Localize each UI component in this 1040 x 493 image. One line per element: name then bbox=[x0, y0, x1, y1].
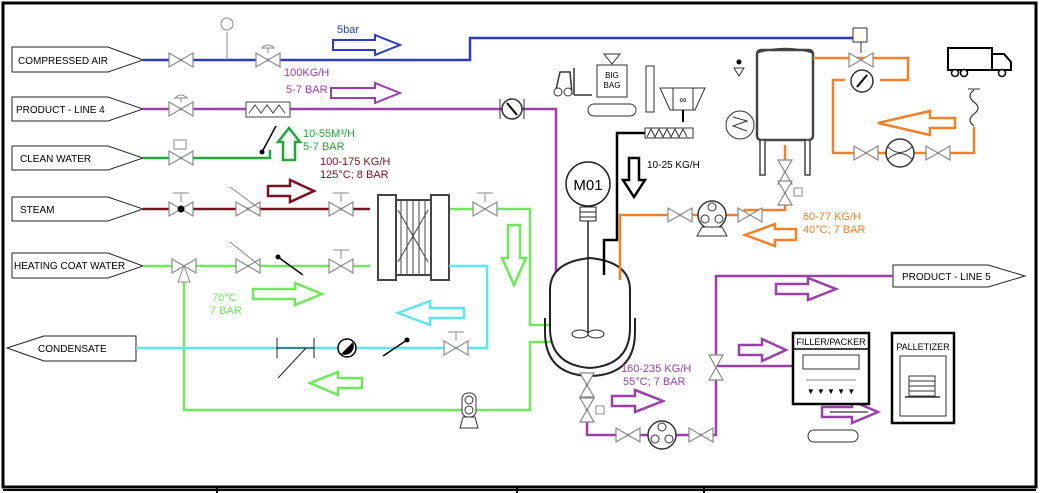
product-in-flow-label: 100KG/H bbox=[284, 67, 329, 79]
filler-label: FILLER/PACKER bbox=[796, 337, 866, 347]
big-bag-icon: BIG BAG bbox=[587, 53, 637, 117]
inlet-clean-water: CLEAN WATER bbox=[11, 145, 145, 171]
inlet-product-line-4: PRODUCT - LINE 4 bbox=[11, 96, 145, 122]
out-flow-label: 160-235 KG/H bbox=[621, 363, 691, 375]
outlet-product-line-5: PRODUCT - LINE 5 bbox=[892, 264, 1027, 288]
inlet-label: CLEAN WATER bbox=[20, 154, 91, 165]
circulation-pump bbox=[459, 392, 479, 429]
truck-icon bbox=[947, 47, 1012, 78]
product-line-4-pipe: 100KG/H 5-7 BAR bbox=[143, 67, 558, 280]
coat-pressure-label: 7 BAR bbox=[210, 305, 242, 317]
product-in-pressure-label: 5-7 BAR bbox=[286, 84, 328, 96]
big-bag-label-2: BAG bbox=[604, 81, 621, 90]
svg-text:▼ ▼ ▼ ▼ ▼: ▼ ▼ ▼ ▼ ▼ bbox=[807, 387, 855, 396]
feeder-symbol: ∞ bbox=[679, 95, 686, 106]
filler-packer: FILLER/PACKER ▼ ▼ ▼ ▼ ▼ bbox=[791, 331, 871, 406]
outlet-condensate: CONDENSATE bbox=[5, 335, 137, 362]
forklift-icon bbox=[553, 68, 592, 97]
reactor-vessel bbox=[544, 220, 636, 378]
palletizer-label: PALLETIZER bbox=[896, 342, 950, 352]
conveyor-icon bbox=[807, 429, 859, 443]
water-pressure-label: 5-7 BAR bbox=[303, 141, 345, 153]
coat-temp-label: 70°C bbox=[212, 292, 237, 304]
inlet-label: COMPRESSED AIR bbox=[18, 56, 108, 67]
big-bag-label-1: BIG bbox=[605, 71, 619, 80]
product-outlet-line: 160-235 KG/H 55°C; 7 BAR bbox=[579, 274, 893, 450]
feed-flow-label: 60-77 KG/H bbox=[803, 211, 861, 223]
palletizer: PALLETIZER bbox=[890, 331, 956, 425]
motor-label: M01 bbox=[573, 177, 602, 194]
compressed-air-line: 5bar bbox=[143, 17, 855, 68]
agitator-motor: M01 bbox=[565, 161, 611, 222]
storage-tank bbox=[725, 47, 815, 176]
inlet-label: PRODUCT - LINE 4 bbox=[16, 105, 105, 116]
inlet-steam: STEAM bbox=[11, 196, 145, 222]
air-pressure-label: 5bar bbox=[337, 24, 359, 36]
inlet-compressed-air: COMPRESSED AIR bbox=[11, 46, 145, 73]
solids-flow-label: 10-25 KG/H bbox=[647, 160, 700, 171]
feed-conditions-label: 40°C; 7 BAR bbox=[803, 224, 866, 236]
solids-feed: ∞ 10-25 KG/H bbox=[602, 87, 706, 275]
outlet-label: PRODUCT - LINE 5 bbox=[902, 272, 991, 283]
heating-coat-water-line: 70°C 7 BAR bbox=[143, 192, 555, 429]
inlet-heating-coat-water: HEATING COAT WATER bbox=[11, 252, 145, 279]
steam-conditions-label: 125°C; 8 BAR bbox=[320, 169, 389, 181]
out-conditions-label: 55°C; 7 BAR bbox=[623, 376, 686, 388]
inlet-label: STEAM bbox=[20, 205, 54, 216]
inlet-label: HEATING COAT WATER bbox=[14, 261, 125, 272]
steam-flow-label: 100-175 KG/H bbox=[320, 156, 390, 168]
steam-line: 100-175 KG/H 125°C; 8 BAR bbox=[143, 156, 390, 217]
feed-line: 60-77 KG/H 40°C; 7 BAR bbox=[618, 27, 980, 280]
condensate-line bbox=[136, 264, 489, 379]
plate-heat-exchanger bbox=[377, 194, 450, 281]
outlet-label: CONDENSATE bbox=[38, 344, 107, 355]
water-flow-label: 10-55M³/H bbox=[303, 128, 355, 140]
bucket-elevator-icon bbox=[645, 65, 655, 113]
clean-water-line: 10-55M³/H 5-7 BAR bbox=[143, 125, 355, 166]
